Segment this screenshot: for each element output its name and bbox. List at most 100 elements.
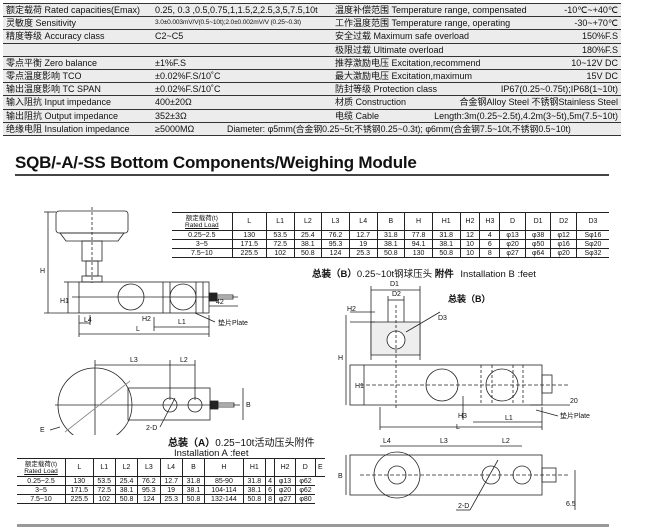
dim-label-d3: D3: [438, 315, 447, 322]
rated-load-label: 额定载荷(t)Rated Load: [18, 461, 64, 475]
dim-label-h1-b: H1: [355, 383, 364, 390]
spec-r-label: 最大激励电压 Excitation,maximum: [335, 70, 473, 81]
dim-label-h2: H2: [142, 316, 151, 323]
spec-l-value: 0.25, 0.3 ,0.5,0.75,1,1.5,2,2.5,3,5,7.5,…: [155, 5, 318, 15]
caption-a-en: Installation A :feet: [174, 448, 249, 459]
spec-l-value: ±0.02%F.S/10˚C: [155, 84, 221, 95]
plate-label-b: 垫片Plate: [560, 411, 590, 420]
spec-l-label: 灵敏度 Sensitivity: [6, 18, 77, 29]
dim-label-l1: L1: [178, 319, 186, 326]
table-cell: 0.25~2.5: [17, 476, 66, 486]
spec-r-label: 材质 Construction: [335, 97, 407, 108]
table-cell: 19: [348, 239, 378, 249]
table-cell: 12: [459, 230, 480, 240]
column-header: L2: [114, 458, 138, 477]
table-cell: 124: [321, 248, 350, 258]
spec-r-value: 15V DC: [586, 70, 618, 81]
dim-label-h: H: [40, 268, 45, 275]
spec-l-value: 352±3Ω: [155, 110, 187, 121]
table-cell: 225.5: [231, 248, 267, 258]
dim-label-d2: D2: [392, 291, 401, 298]
table-cell: 4: [479, 230, 500, 240]
dim-label-h3: H3: [458, 413, 467, 420]
table-cell: 6: [479, 239, 500, 249]
table-cell: 50.8: [242, 494, 266, 504]
table-cell: 0.25~2.5: [172, 230, 233, 240]
dim-label-h2-b: H2: [347, 306, 356, 313]
spec-r-value: 150%F.S: [581, 31, 618, 42]
table-cell: 124: [137, 494, 160, 504]
spec-r-label: 推荐激励电压 Excitation,recommend: [335, 57, 481, 68]
dim-label-l: L: [136, 326, 140, 333]
dim-label-h-b: H: [338, 355, 343, 362]
dim-label-6-5: 6.5: [566, 501, 576, 508]
column-header: H: [404, 212, 433, 231]
column-header: D3: [575, 212, 609, 231]
table-cell: 10: [459, 239, 480, 249]
spec-r-value: -10℃~+40℃: [564, 5, 618, 15]
table-cell: 12.7: [348, 230, 378, 240]
table-cell: 104-114: [204, 485, 244, 495]
dim-label-b-b: B: [338, 473, 343, 480]
table-cell: 132-144: [204, 494, 244, 504]
spec-r-value: 180%F.S: [581, 44, 618, 55]
caption-installation-b: 总装（B）0.25~10t钢球压头 附件 Installation B :fee…: [312, 266, 536, 280]
table-cell: 50.8: [376, 248, 405, 258]
table-cell: 25.4: [114, 476, 138, 486]
table-cell: 50.8: [181, 494, 205, 504]
dim-label-42: 42: [216, 299, 224, 306]
table-cell: 8: [264, 494, 275, 504]
spec-l-label: 零点温度影响 TCO: [6, 70, 82, 81]
title-underline: [15, 174, 609, 176]
table-cell: 4: [264, 476, 275, 486]
table-cell: 38.1: [293, 239, 322, 249]
spec-l-label: 绝缘电阻 Insulation impedance: [6, 123, 130, 134]
dim-label-l2-b: L2: [502, 438, 510, 445]
table-cell: 25.3: [348, 248, 378, 258]
spec-r-value: Diameter: φ5mm(合金钢0.25~5t;不锈钢0.25~0.3t);…: [227, 123, 571, 134]
column-header: L: [65, 458, 94, 477]
table-cell: 72.5: [92, 485, 116, 495]
table-cell: 38.1: [181, 485, 205, 495]
dim-label-l-b: L: [456, 424, 460, 431]
caption-b-en: Installation B :feet: [460, 269, 536, 280]
table-cell: φ13: [274, 476, 296, 486]
column-header: B: [181, 458, 205, 477]
spec-l-label: [3, 44, 151, 56]
spec-right-cell: 工作温度范围 Temperature range, operating-30~+…: [331, 17, 621, 29]
table-cell: 50.8: [431, 248, 461, 258]
column-header: H1: [431, 212, 461, 231]
table-cell: 38.1: [114, 485, 138, 495]
caption-b-title: 总装（B）: [312, 269, 357, 280]
table-cell: 38.1: [242, 485, 266, 495]
spec-r-value: 合金钢Alloy Steel 不锈钢Stainless Steel: [459, 97, 618, 108]
rated-load-label: 额定载荷(t)Rated Load: [173, 215, 231, 229]
dim-label-l3-b: L3: [440, 438, 448, 445]
spec-row: 额定载荷 Rated capacities(Emax)0.25, 0.3 ,0.…: [3, 4, 621, 18]
spec-l-value: 400±20Ω: [155, 97, 192, 108]
caption-b-accessory: 附件: [434, 269, 454, 280]
table-cell: 10: [459, 248, 480, 258]
spec-r-label: 防封等级 Protection class: [335, 84, 438, 95]
table-cell: 7.5~10: [17, 494, 66, 504]
table-cell: 31.8: [431, 230, 461, 240]
dim-label-l1-b: L1: [505, 415, 513, 422]
column-header: L4: [348, 212, 378, 231]
drawing-b-title: 总装（B）: [448, 293, 491, 304]
table-cell: 102: [265, 248, 295, 258]
spec-l-value: 3.0±0.003mV/V(0.5~10t);2.0±0.002mV/V (0.…: [155, 19, 301, 27]
table-cell: φ62: [294, 485, 316, 495]
spec-l-value: [151, 44, 331, 56]
table-cell: 25.3: [159, 494, 183, 504]
column-header: H3: [479, 212, 500, 231]
spec-r-label: 极限过载 Ultimate overload: [335, 44, 444, 55]
